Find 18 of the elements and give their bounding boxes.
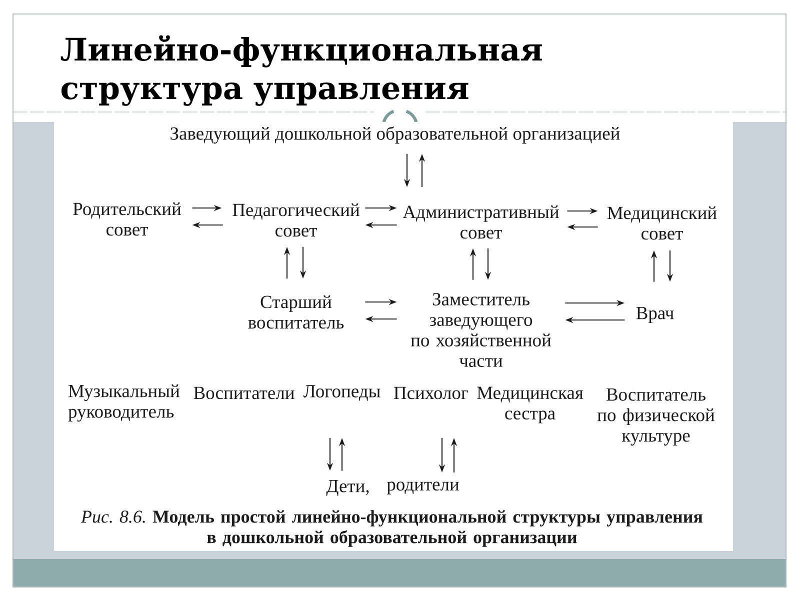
node-label: Логопеды (303, 385, 380, 401)
title: Линейно-функциональная структура управления (60, 35, 542, 106)
node-label: Воспитатель по физической культуре (597, 388, 714, 446)
node-label: Музыкальный руководитель (68, 384, 180, 422)
node-label: Психолог (394, 386, 468, 400)
caption: Рис. 8.6. Модель простой линейно-функциональной структуры управления в дошкольной образовательной организации (80, 510, 702, 547)
node-label: Воспитатели (194, 386, 294, 400)
node-label: Заместитель заведующего по хозяйственной части (410, 293, 552, 367)
node-label: Старший воспитатель (248, 295, 344, 329)
node-label: Заведующий дошкольной образовательной организацией (170, 126, 620, 144)
node-label: Педагогический совет (232, 203, 360, 237)
node-label: Административный совет (402, 205, 559, 239)
node-label: Родительский совет (73, 202, 181, 236)
node-label: Медицинская сестра (477, 386, 584, 424)
node-label: Дети, (326, 480, 369, 496)
node-label: Медицинский совет (607, 206, 717, 240)
node-label: родители (386, 482, 459, 494)
node-label: Врач (636, 306, 674, 324)
